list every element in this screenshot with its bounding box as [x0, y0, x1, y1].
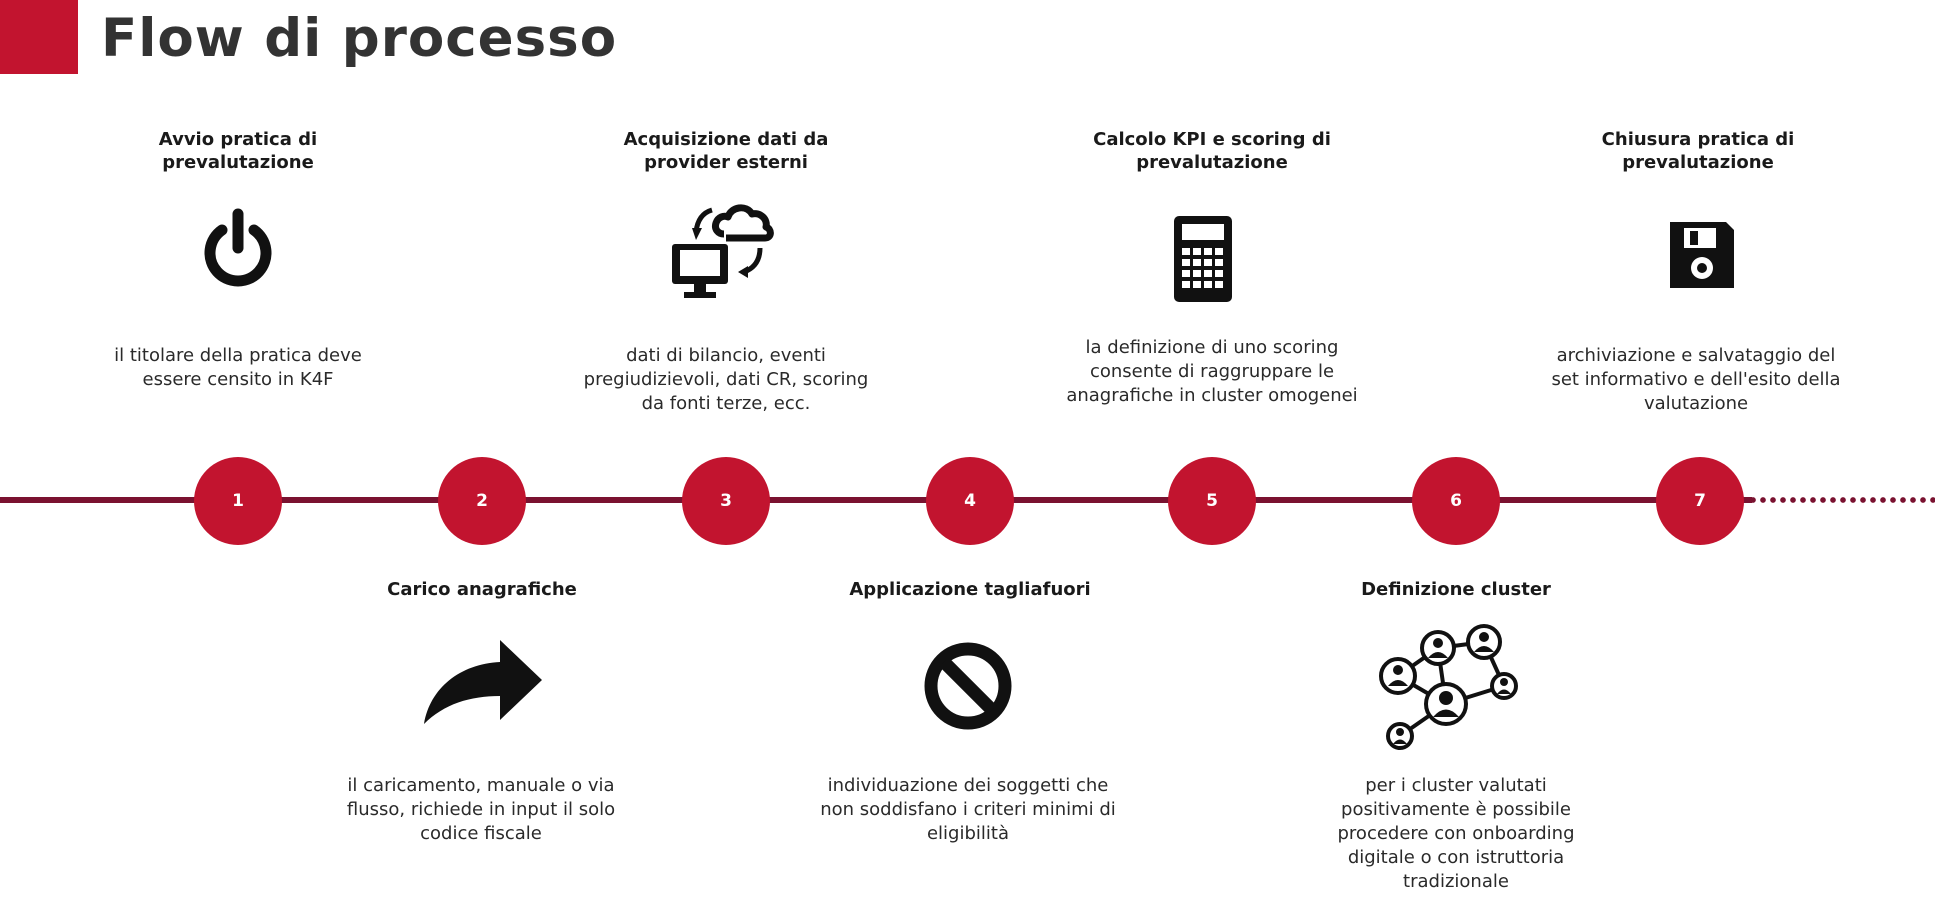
timeline-line: [0, 497, 1752, 503]
step-desc-block-cluster: per i cluster valutati positivamente è p…: [1306, 774, 1606, 894]
step-desc-block-avvio: il titolare della pratica deve essere ce…: [88, 344, 388, 392]
step-title: Avvio pratica di prevalutazione: [158, 129, 318, 173]
page-title: Flow di processo: [101, 8, 618, 69]
step-circle-5: 5: [1168, 457, 1256, 545]
step-circle-7: 7: [1656, 457, 1744, 545]
cloud-sync-icon: [668, 186, 788, 306]
step-block-carico: Carico anagrafiche: [312, 578, 652, 601]
step-description: dati di bilancio, eventi pregiudizievoli…: [583, 345, 869, 414]
step-description: la definizione di uno scoring consente d…: [1066, 337, 1358, 406]
step-block-calcolo: Calcolo KPI e scoring di prevalutazione: [1042, 128, 1382, 174]
step-circle-2: 2: [438, 457, 526, 545]
title-accent-square: [0, 0, 78, 74]
step-title: Carico anagrafiche: [387, 579, 577, 600]
step-circle-6: 6: [1412, 457, 1500, 545]
step-block-acquisizione: Acquisizione dati da provider esterni: [556, 128, 896, 174]
step-circle-1: 1: [194, 457, 282, 545]
description-text: individuazione dei soggetti che non sodd…: [820, 775, 1116, 844]
forward-arrow-icon: [420, 636, 544, 726]
step-circle-4: 4: [926, 457, 1014, 545]
network-icon: [1368, 618, 1524, 754]
calculator-icon: [1172, 214, 1234, 304]
step-desc-block-tagliafuori: individuazione dei soggetti che non sodd…: [818, 774, 1118, 846]
step-block-cluster: Definizione cluster: [1286, 578, 1626, 601]
step-title: Definizione cluster: [1361, 579, 1551, 600]
step-title: Calcolo KPI e scoring di prevalutazione: [1093, 129, 1331, 173]
step-desc-block-calcolo: la definizione di uno scoring consente d…: [1062, 336, 1362, 408]
step-title: Chiusura pratica di prevalutazione: [1601, 129, 1795, 173]
step-description: individuazione dei soggetti che non sodd…: [818, 774, 1118, 846]
power-icon: [202, 208, 274, 288]
step-block-tagliafuori: Applicazione tagliafuori: [800, 578, 1140, 601]
step-desc-block-chiusura: archiviazione e salvataggio del set info…: [1546, 344, 1846, 416]
step-desc-block-acquisizione: dati di bilancio, eventi pregiudizievoli…: [576, 344, 876, 416]
step-description: archiviazione e salvataggio del set info…: [1551, 345, 1841, 414]
step-title: Acquisizione dati da provider esterni: [623, 129, 829, 173]
step-description: il caricamento, manuale o via flusso, ri…: [346, 775, 616, 844]
step-title: Applicazione tagliafuori: [849, 579, 1091, 600]
step-circle-3: 3: [682, 457, 770, 545]
step-description: il titolare della pratica deve essere ce…: [114, 345, 362, 390]
prohibited-icon: [922, 640, 1014, 732]
step-block-chiusura: Chiusura pratica di prevalutazione: [1528, 128, 1868, 174]
step-description: per i cluster valutati positivamente è p…: [1337, 775, 1575, 892]
step-block-avvio: Avvio pratica di prevalutazione: [68, 128, 408, 174]
timeline-continuation-dots: [1748, 497, 1935, 503]
floppy-disk-icon: [1666, 218, 1738, 292]
step-desc-block-carico: il caricamento, manuale o via flusso, ri…: [326, 774, 636, 846]
